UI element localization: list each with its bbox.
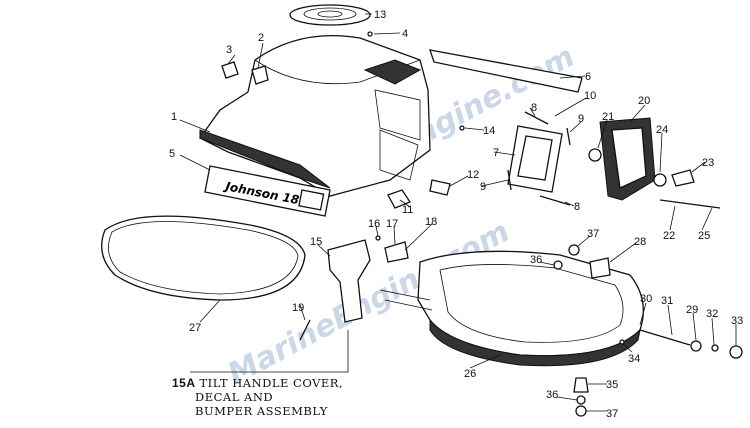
callout-36-lower: 36 xyxy=(546,389,558,401)
callout-26: 26 xyxy=(464,368,476,380)
part-26-lower-motor-cover xyxy=(379,250,644,367)
note-line-3: BUMPER ASSEMBLY xyxy=(195,404,328,418)
callout-4: 4 xyxy=(402,28,408,40)
callout-13: 13 xyxy=(374,9,386,21)
note-line-1: TILT HANDLE COVER, xyxy=(199,376,344,390)
part-17-bracket xyxy=(384,241,409,263)
callout-labels: 13 4 3 2 6 10 8 9 20 21 24 23 1 14 7 5 1… xyxy=(169,9,743,420)
leader-lines xyxy=(179,13,737,412)
callout-6: 6 xyxy=(585,71,591,83)
callout-22: 22 xyxy=(663,230,675,242)
callout-28: 28 xyxy=(634,236,646,248)
callout-30: 30 xyxy=(640,293,652,305)
part-35-bumper xyxy=(573,377,589,393)
part-15-tilt-handle xyxy=(299,239,371,341)
part-29-bushing xyxy=(690,340,702,352)
callout-27: 27 xyxy=(189,322,201,334)
part-14-screw xyxy=(459,125,465,131)
callout-19: 19 xyxy=(292,302,304,314)
part-8-pin-lower xyxy=(539,195,571,206)
note-id: 15A xyxy=(172,376,196,390)
callout-11: 11 xyxy=(402,204,413,216)
callout-1: 1 xyxy=(171,111,177,123)
part-2-clip xyxy=(251,65,269,85)
callout-37-lower: 37 xyxy=(606,408,618,420)
part-4-screw xyxy=(367,31,373,37)
callout-7: 7 xyxy=(493,147,499,159)
callout-34: 34 xyxy=(628,353,640,365)
callout-31: 31 xyxy=(661,295,673,307)
part-27-gasket xyxy=(101,215,306,301)
callout-3: 3 xyxy=(226,44,232,56)
part-16-screw xyxy=(375,235,381,241)
part-7-frame xyxy=(507,125,563,193)
part-33-knob xyxy=(729,345,743,359)
note-line-2: DECAL AND xyxy=(195,390,274,404)
callout-17: 17 xyxy=(386,218,398,230)
part-24-grommet xyxy=(653,173,667,187)
callout-8: 8 xyxy=(531,102,537,114)
part-13-cap xyxy=(289,4,371,26)
callout-37: 37 xyxy=(587,228,599,240)
callout-15: 15 xyxy=(310,236,322,248)
callout-9-lower: 9 xyxy=(480,181,486,193)
callout-25: 25 xyxy=(698,230,710,242)
callout-29: 29 xyxy=(686,304,698,316)
part-23-knob xyxy=(671,169,695,187)
callout-33: 33 xyxy=(731,315,743,327)
callout-9: 9 xyxy=(578,113,584,125)
callout-24: 24 xyxy=(656,124,668,136)
callout-8-lower: 8 xyxy=(574,201,580,213)
part-15a-bracket-line xyxy=(190,330,349,373)
part-20-cover xyxy=(599,117,656,201)
part-8-pin xyxy=(524,111,549,125)
callout-32: 32 xyxy=(706,308,718,320)
callout-16: 16 xyxy=(368,218,380,230)
part-37-nut xyxy=(568,244,580,256)
callout-5: 5 xyxy=(169,148,175,160)
callout-12: 12 xyxy=(467,169,479,181)
part-36-washer xyxy=(553,260,563,270)
callout-21: 21 xyxy=(602,111,614,123)
callout-35: 35 xyxy=(606,379,618,391)
part-6-plate xyxy=(429,49,583,93)
part-34-screw xyxy=(619,339,625,345)
part-37-nut-lower xyxy=(575,405,587,417)
part-3-clip xyxy=(221,61,239,79)
callout-2: 2 xyxy=(258,32,264,44)
part-22-rod xyxy=(659,199,721,209)
part-32-washer xyxy=(711,344,719,352)
part-36-washer-lower xyxy=(576,395,586,405)
part-9-pin xyxy=(566,127,571,146)
part-31-shaft xyxy=(639,329,691,346)
part-9-pin-lower xyxy=(507,169,512,191)
callout-18: 18 xyxy=(425,216,437,228)
part-28-bracket xyxy=(589,257,611,279)
callout-20: 20 xyxy=(638,95,650,107)
part-21-grommet xyxy=(588,148,602,162)
callout-10: 10 xyxy=(584,90,596,102)
part-12-bumper xyxy=(429,179,451,196)
callout-23: 23 xyxy=(702,157,714,169)
callout-14: 14 xyxy=(483,125,495,137)
callout-36: 36 xyxy=(530,254,542,266)
